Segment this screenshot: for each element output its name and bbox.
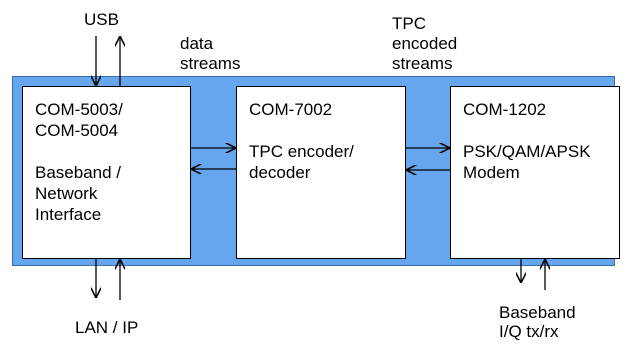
block-line: Baseband /: [35, 163, 122, 182]
block-tpc-text: COM-7002 TPC encoder/ decoder: [249, 99, 354, 183]
label-line: data: [180, 34, 214, 53]
block-modem-text: COM-1202 PSK/QAM/APSK Modem: [463, 99, 591, 183]
data-streams-label: data streams: [180, 34, 240, 74]
block-line: Network: [35, 184, 98, 203]
block-line: PSK/QAM/APSK: [463, 142, 591, 161]
label-line: streams: [180, 54, 241, 73]
block-line: COM-7002: [249, 100, 333, 119]
block-modem: COM-1202 PSK/QAM/APSK Modem: [450, 86, 620, 259]
block-line: COM-1202: [463, 100, 547, 119]
block-baseband-interface: COM-5003/ COM-5004 Baseband / Network In…: [22, 86, 191, 259]
baseband-iq-label: Baseband I/Q tx/rx: [499, 303, 576, 341]
lan-ip-label: LAN / IP: [75, 318, 139, 337]
tpc-streams-label: TPC encoded streams: [392, 14, 457, 74]
block-baseband-text: COM-5003/ COM-5004 Baseband / Network In…: [35, 99, 123, 225]
label-line: streams: [392, 54, 453, 73]
block-line: COM-5003/: [35, 100, 123, 119]
label-line: encoded: [392, 34, 458, 53]
block-line: Interface: [35, 205, 102, 224]
block-line: decoder: [249, 163, 311, 182]
label-line: TPC: [392, 14, 426, 33]
label-line: I/Q tx/rx: [499, 322, 559, 341]
block-line: Modem: [463, 163, 520, 182]
block-line: TPC encoder/: [249, 142, 354, 161]
block-line: COM-5004: [35, 121, 119, 140]
block-tpc-codec: COM-7002 TPC encoder/ decoder: [236, 86, 406, 259]
label-line: Baseband: [499, 303, 576, 322]
usb-label: USB: [84, 10, 119, 29]
